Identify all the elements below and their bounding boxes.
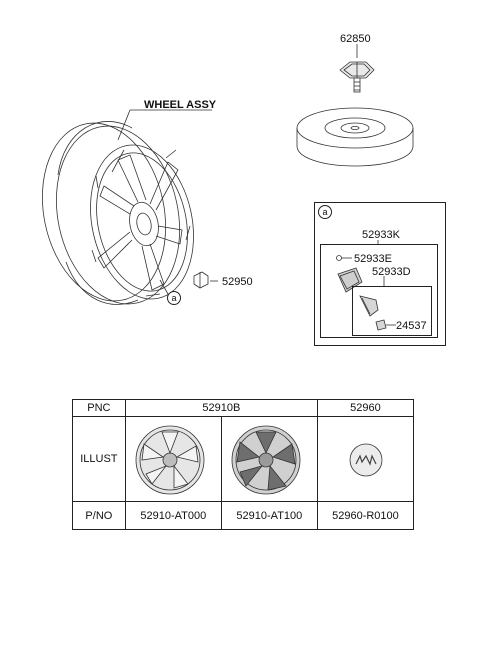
illust-cell-1: [124, 416, 222, 502]
part-52950-label: 52950: [222, 276, 253, 288]
part-24537-label: 24537: [396, 320, 427, 332]
tpms-kit-box: [320, 244, 438, 338]
illust-cell-3: [316, 416, 415, 502]
wheel-assy-label: WHEEL ASSY: [144, 99, 217, 111]
row-header-illust: ILLUST: [72, 416, 126, 502]
lug-nut-drawing: [193, 271, 209, 289]
part-number-table: PNC 52910B 52960 ILLUST P/NO 52910-AT000…: [72, 399, 415, 530]
tpms-sensor-box: [352, 286, 432, 336]
part-52933K-label: 52933K: [362, 229, 400, 241]
callout-a-wheel: a: [167, 291, 181, 305]
pnc-group-2: 52960: [316, 399, 415, 417]
row-header-pnc: PNC: [72, 399, 126, 417]
tpms-detail-box: [314, 202, 446, 346]
callout-a-detail: a: [318, 205, 332, 219]
valve-core-drawing: [375, 319, 387, 331]
part-number-3: 52960-R0100: [316, 501, 415, 530]
part-52933D-label: 52933D: [372, 266, 411, 278]
wheel-assembly-drawing: [42, 121, 194, 305]
table-row: P/NO 52910-AT000 52910-AT100 52960-R0100: [72, 501, 415, 530]
part-number-2: 52910-AT100: [220, 501, 318, 530]
pnc-group-1: 52910B: [124, 399, 318, 417]
table-row: ILLUST: [72, 416, 415, 502]
valve-cap-drawing: [336, 255, 352, 261]
part-52933E-label: 52933E: [354, 253, 392, 265]
row-header-pno: P/NO: [72, 501, 126, 530]
table-row: PNC 52910B 52960: [72, 399, 415, 417]
part-62850-label: 62850: [340, 33, 371, 45]
part-number-1: 52910-AT000: [124, 501, 222, 530]
spare-tire-drawing: [296, 107, 414, 167]
tpms-sensor-drawing: [337, 267, 363, 293]
valve-stem-drawing: [359, 295, 379, 317]
hold-down-bolt-drawing: [339, 61, 375, 93]
illust-cell-2: [220, 416, 318, 502]
